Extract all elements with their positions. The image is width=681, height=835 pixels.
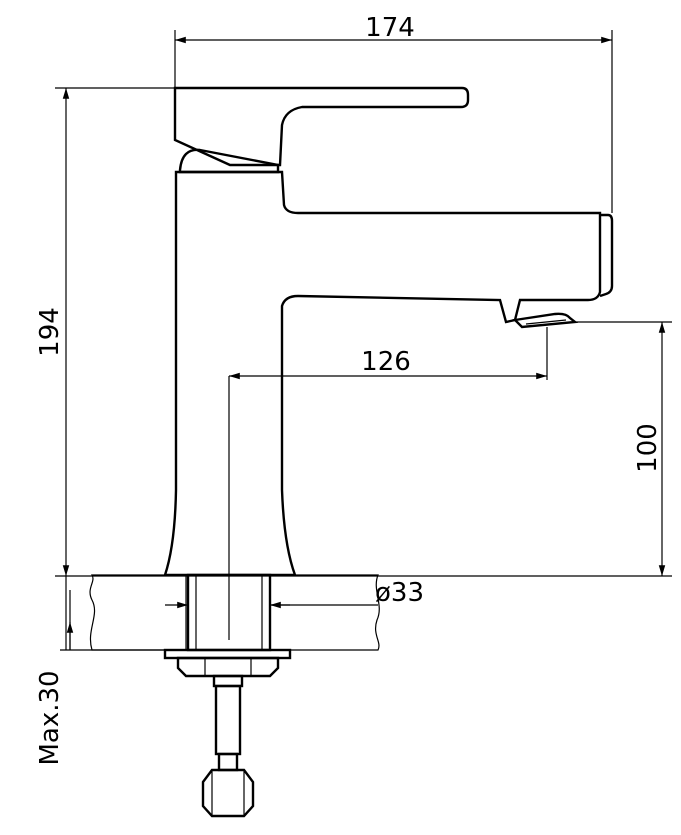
mounting-hardware <box>163 560 292 818</box>
dimension-lines <box>55 30 672 651</box>
faucet-body <box>163 86 614 577</box>
dimension-hole-diameter: ø33 <box>375 578 424 608</box>
dimension-total-height: 194 <box>35 307 65 357</box>
countertop-section <box>89 574 380 651</box>
dimension-spout-reach: 126 <box>361 347 411 377</box>
dimension-max-deck-thickness: Max.30 <box>35 670 65 765</box>
dimension-total-width: 174 <box>365 13 415 43</box>
dimension-spout-height: 100 <box>633 423 663 473</box>
